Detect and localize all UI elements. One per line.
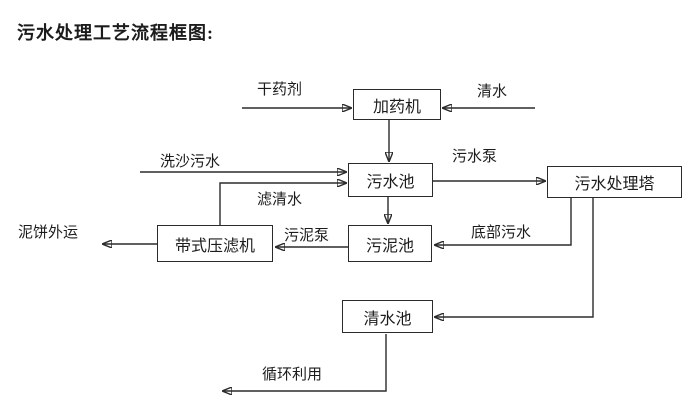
edge-label-sludge-pump: 污泥泵 [284, 228, 330, 244]
node-sewage-treatment-tower: 污水处理塔 [547, 166, 682, 198]
edge-label-mud-cake-out: 泥饼外运 [18, 225, 79, 241]
edge-label-bottom-sewage: 底部污水 [471, 225, 532, 241]
arrow-tower-to-clean-water-pool [435, 198, 594, 317]
node-belt-filter-press-label: 带式压滤机 [174, 237, 255, 255]
node-sludge-pool-label: 污泥池 [365, 237, 414, 255]
node-dosing-machine: 加药机 [353, 89, 441, 120]
node-sewage-treatment-tower-label: 污水处理塔 [574, 176, 655, 193]
node-clean-water-pool-label: 清水池 [363, 310, 412, 328]
edge-label-dry-chemical: 干药剂 [257, 82, 303, 98]
node-dosing-machine-label: 加药机 [372, 98, 421, 116]
node-sewage-pool-label: 污水池 [366, 174, 415, 191]
node-clean-water-pool: 清水池 [342, 300, 433, 333]
node-sewage-pool: 污水池 [348, 163, 433, 197]
node-belt-filter-press: 带式压滤机 [157, 225, 273, 262]
arrow-filtered-water-to-sewage-pool [219, 183, 346, 225]
node-sludge-pool: 污泥池 [348, 225, 432, 262]
diagram-title: 污水处理工艺流程框图: [17, 23, 214, 43]
edge-label-recycling: 循环利用 [262, 367, 323, 383]
arrow-clean-water-pool-to-recycling [223, 334, 387, 391]
edge-label-filtered-water: 滤清水 [257, 192, 303, 208]
edge-label-sewage-pump: 污水泵 [452, 149, 498, 165]
edge-label-sand-washing-sewage: 洗沙污水 [160, 154, 221, 170]
arrow-bottom-sewage-to-sludge-pool [435, 198, 572, 245]
edge-label-clean-water: 清水 [477, 84, 508, 100]
